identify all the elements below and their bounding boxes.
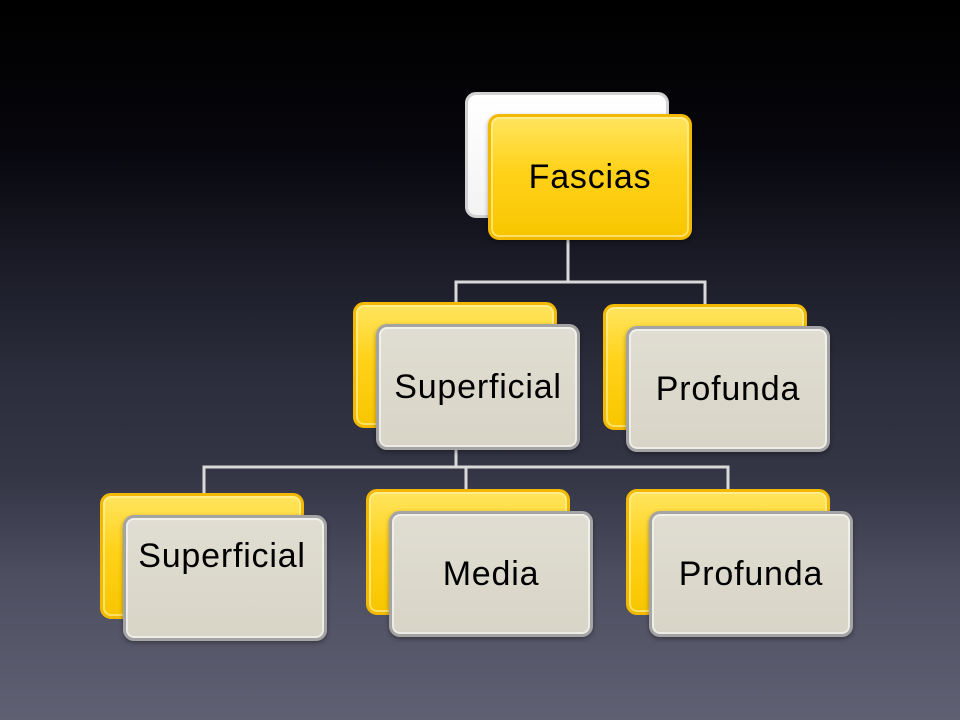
- connector-fascias-to-children: [454, 220, 707, 308]
- node-profunda: Profunda: [603, 304, 830, 452]
- node-superficial: Superficial: [353, 302, 580, 450]
- node-superficial-media-front-card: Media: [389, 511, 593, 637]
- node-superficial-profunda-label: Profunda: [678, 554, 824, 593]
- node-profunda-front-card: Profunda: [626, 326, 830, 452]
- node-superficial-media-label: Media: [442, 554, 540, 593]
- node-profunda-label: Profunda: [655, 369, 801, 408]
- node-fascias-front-card: Fascias: [488, 114, 692, 240]
- node-fascias: Fascias: [465, 92, 692, 240]
- node-superficial-profunda: Profunda: [626, 489, 853, 637]
- node-superficial-front-card: Superficial: [376, 324, 580, 450]
- node-fascias-label: Fascias: [528, 157, 652, 196]
- node-superficial-superficial-label: Superficial: [138, 536, 306, 575]
- node-superficial-media: Media: [366, 489, 593, 637]
- node-superficial-superficial-front-card: Superficial: [123, 515, 327, 641]
- node-superficial-superficial: Superficial: [100, 493, 327, 641]
- node-superficial-label: Superficial: [394, 367, 562, 406]
- node-superficial-profunda-front-card: Profunda: [649, 511, 853, 637]
